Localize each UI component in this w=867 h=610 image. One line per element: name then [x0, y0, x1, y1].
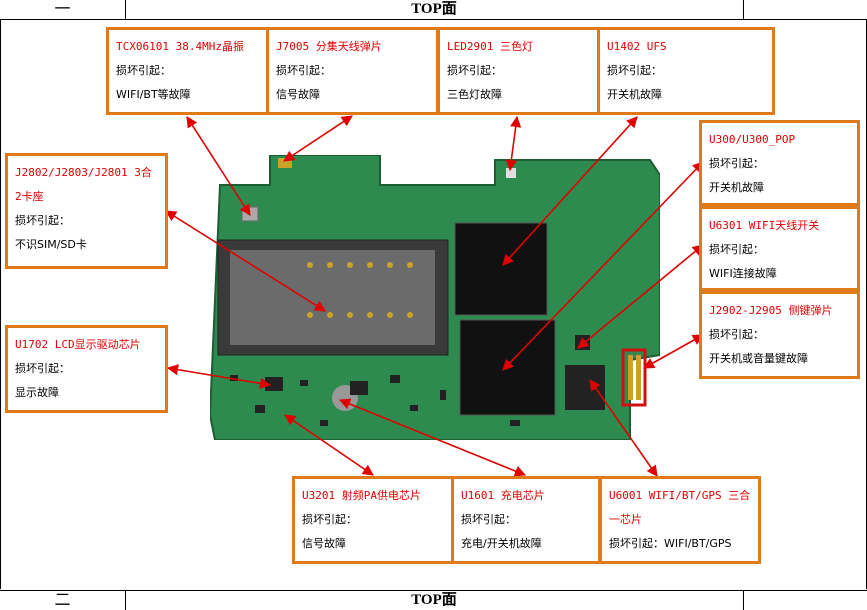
callout-u3201: U3201 射频PA供电芯片 损坏引起： 信号故障 — [292, 476, 454, 564]
callout-fault: 信号故障 — [302, 537, 346, 550]
callout-name: LED2901 三色灯 — [447, 40, 533, 53]
arrow-led — [505, 115, 522, 172]
callout-j7005: J7005 分集天线弹片 损坏引起： 信号故障 — [266, 27, 439, 115]
callout-fault: WIFI/BT等故障 — [116, 88, 191, 101]
callout-fault: 开关机或音量键故障 — [709, 352, 808, 365]
arrow-u1601 — [338, 398, 527, 477]
callout-u1402: U1402 UFS 损坏引起： 开关机故障 — [597, 27, 775, 115]
antenna-clip — [278, 158, 292, 168]
callout-fault: 信号故障 — [276, 88, 320, 101]
header-bar: 一 TOP面 — [0, 0, 867, 20]
callout-fault: 三色灯故障 — [447, 88, 502, 101]
callout-cause-label: 损坏引起： — [302, 513, 357, 526]
callout-name: U6001 WIFI/BT/GPS 三合一芯片 — [609, 489, 751, 526]
arrow-u300 — [502, 161, 704, 371]
arrow-u6001 — [589, 379, 658, 477]
callout-name: TCX06101 38.4MHz晶振 — [116, 40, 244, 53]
callout-name: J2902-J2905 侧键弹片 — [709, 304, 833, 317]
footer-bar: 二 TOP面 — [0, 590, 867, 610]
callout-name: J2802/J2803/J2801 3合2卡座 — [15, 166, 152, 203]
arrow-tcxo — [186, 116, 251, 216]
callout-u300: U300/U300_POP 损坏引起： 开关机故障 — [699, 120, 860, 206]
footer-index: 二 — [0, 591, 126, 610]
arrow-u1702 — [166, 364, 272, 389]
callout-cause-label: 损坏引起： — [15, 214, 70, 227]
callout-cause-line: 损坏引起：WIFI/BT/GPS — [609, 532, 751, 556]
footer-end-cell — [743, 591, 867, 610]
header-end-cell — [743, 0, 867, 19]
arrow-u6301 — [577, 244, 704, 349]
callout-name: U6301 WIFI天线开关 — [709, 219, 820, 232]
callout-fault: WIFI连接故障 — [709, 267, 777, 280]
footer-title: TOP面 — [411, 592, 457, 608]
callout-fault: 开关机故障 — [607, 88, 662, 101]
callout-cause-label: 损坏引起： — [15, 362, 70, 375]
arrow-u1402 — [502, 116, 638, 266]
callout-name: U300/U300_POP — [709, 133, 796, 146]
callout-j2802: J2802/J2803/J2801 3合2卡座 损坏引起： 不识SIM/SD卡 — [5, 153, 168, 269]
callout-cause-label: 损坏引起： — [609, 537, 664, 550]
callout-fault: 显示故障 — [15, 386, 59, 399]
callout-j2902: J2902-J2905 侧键弹片 损坏引起： 开关机或音量键故障 — [699, 291, 860, 379]
callout-fault: 充电/开关机故障 — [461, 537, 542, 550]
header-index: 一 — [0, 0, 126, 19]
callout-cause-label: 损坏引起： — [276, 64, 331, 77]
arrow-j7005 — [283, 115, 353, 162]
callout-name: U1402 UFS — [607, 40, 667, 53]
callout-u6001: U6001 WIFI/BT/GPS 三合一芯片 损坏引起：WIFI/BT/GPS — [599, 476, 761, 564]
callout-tcxo: TCX06101 38.4MHz晶振 损坏引起： WIFI/BT等故障 — [106, 27, 269, 115]
header-title: TOP面 — [411, 1, 457, 17]
callout-name: J7005 分集天线弹片 — [276, 40, 382, 53]
callout-led2901: LED2901 三色灯 损坏引起： 三色灯故障 — [437, 27, 600, 115]
callout-cause-label: 损坏引起： — [709, 157, 764, 170]
callout-fault: WIFI/BT/GPS — [664, 537, 732, 550]
callout-u1601: U1601 充电芯片 损坏引起： 充电/开关机故障 — [451, 476, 601, 564]
callout-u6301: U6301 WIFI天线开关 损坏引起： WIFI连接故障 — [699, 206, 860, 291]
arrow-u3201 — [284, 414, 374, 476]
callout-cause-label: 损坏引起： — [116, 64, 171, 77]
callout-cause-label: 损坏引起： — [709, 243, 764, 256]
callout-fault: 开关机故障 — [709, 181, 764, 194]
arrow-j2802 — [165, 210, 326, 312]
callout-cause-label: 损坏引起： — [709, 328, 764, 341]
callout-fault: 不识SIM/SD卡 — [15, 238, 87, 251]
callout-name: U1702 LCD显示驱动芯片 — [15, 338, 141, 351]
callout-name: U3201 射频PA供电芯片 — [302, 489, 421, 502]
callout-name: U1601 充电芯片 — [461, 489, 545, 502]
callout-cause-label: 损坏引起： — [607, 64, 662, 77]
callout-u1702: U1702 LCD显示驱动芯片 损坏引起： 显示故障 — [5, 325, 168, 413]
arrow-j2902 — [643, 334, 704, 369]
callout-cause-label: 损坏引起： — [461, 513, 516, 526]
callout-cause-label: 损坏引起： — [447, 64, 502, 77]
charge-chip — [350, 381, 368, 395]
